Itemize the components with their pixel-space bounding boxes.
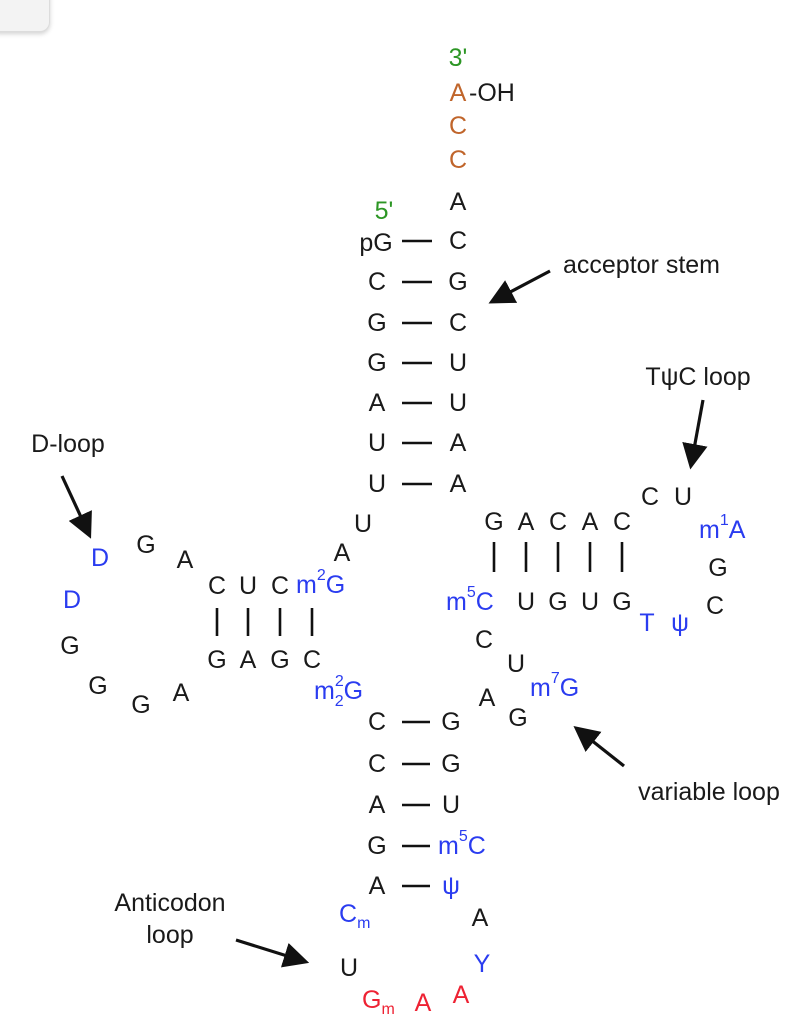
Gm-anticodon: Gm xyxy=(362,986,395,1018)
nucleotide-al_u: U xyxy=(340,954,358,982)
nucleotide-tl_c: C xyxy=(641,483,659,511)
nucleotide-dt2: U xyxy=(239,572,257,600)
anticodon-label-line1: Anticodon xyxy=(114,889,225,917)
acceptor-stem-label: acceptor stem xyxy=(563,251,720,279)
five-prime-label: 5' xyxy=(375,197,394,225)
first-nucleotide-pG: pG xyxy=(359,229,392,257)
nucleotide-tl_u: U xyxy=(674,483,692,511)
base-g1: G xyxy=(373,229,392,257)
m1A: m1A xyxy=(699,512,746,545)
nucleotide-ac1l: C xyxy=(368,708,386,736)
nucleotide-tb5: G xyxy=(612,588,631,616)
nucleotide-a76: A xyxy=(450,79,467,107)
d-loop-arrow xyxy=(60,475,92,539)
nucleotide-dl_a: A xyxy=(177,546,194,574)
nucleotide-s5r: U xyxy=(449,389,467,417)
nucleotide-al_y: Y xyxy=(474,950,491,978)
nucleotide-s4r: U xyxy=(449,349,467,377)
nucleotide-dl_g1: G xyxy=(136,531,155,559)
nucleotide-s7l: U xyxy=(368,470,386,498)
tpc-loop-arrow xyxy=(682,399,708,470)
nucleotide-s7r: A xyxy=(450,470,467,498)
nucleotide-al_a2: A xyxy=(453,981,470,1009)
nucleotide-dl_d1: D xyxy=(91,544,109,572)
nucleotide-tb3: G xyxy=(548,588,567,616)
hydroxyl-label: -OH xyxy=(469,79,515,107)
nucleotide-a75: C xyxy=(449,112,467,140)
m7G: m7G xyxy=(530,670,579,703)
acceptor-stem-arrow xyxy=(488,269,551,304)
nucleotide-dt1: C xyxy=(208,572,226,600)
nucleotide-dl_g3: G xyxy=(88,672,107,700)
tpc-loop-label: TψC loop xyxy=(645,363,750,391)
nucleotide-v_g: G xyxy=(508,704,527,732)
window-corner-tab xyxy=(0,0,50,32)
nucleotide-dl_g2: G xyxy=(60,632,79,660)
nucleotide-v_a: A xyxy=(479,684,496,712)
nucleotide-tl_t: T xyxy=(639,609,654,637)
anticodon-label-line2: loop xyxy=(146,921,193,949)
nucleotide-tt4: A xyxy=(582,508,599,536)
nucleotide-ac1r: G xyxy=(441,708,460,736)
nucleotide-ac3l: A xyxy=(369,791,386,819)
phosphate-label: p xyxy=(359,229,373,257)
nucleotide-dl_g4: G xyxy=(131,691,150,719)
nucleotide-v_c: C xyxy=(475,626,493,654)
nucleotide-v_u: U xyxy=(507,650,525,678)
nucleotide-tb4: U xyxy=(581,588,599,616)
nucleotide-dt3: C xyxy=(271,572,289,600)
nucleotide-tl_g: G xyxy=(708,554,727,582)
nucleotide-db4: C xyxy=(303,646,321,674)
nucleotide-s1r: C xyxy=(449,227,467,255)
nucleotide-ac2r: G xyxy=(441,750,460,778)
nucleotide-u8: U xyxy=(354,510,372,538)
nucleotide-ac5r: ψ xyxy=(442,872,460,900)
nucleotide-a74: C xyxy=(449,146,467,174)
nucleotide-s4l: G xyxy=(367,349,386,377)
nucleotide-s2r: G xyxy=(448,268,467,296)
base-pair-bonds xyxy=(215,239,624,888)
variable-loop-arrow xyxy=(573,726,625,768)
nucleotide-s5l: A xyxy=(369,389,386,417)
nucleotide-ac3r: U xyxy=(442,791,460,819)
d-loop-label: D-loop xyxy=(31,430,105,458)
anticodon-loop-arrow xyxy=(235,938,310,968)
nucleotide-a9: A xyxy=(334,539,351,567)
nucleotide-ac4l: G xyxy=(367,832,386,860)
nucleotide-dl_a2: A xyxy=(173,679,190,707)
nucleotide-tt2: A xyxy=(518,508,535,536)
nucleotide-tt3: C xyxy=(549,508,567,536)
Cm: Cm xyxy=(339,900,370,932)
nucleotide-s3l: G xyxy=(367,309,386,337)
nucleotide-db3: G xyxy=(270,646,289,674)
m5C-anticodon-stem: m5C xyxy=(438,828,486,861)
nucleotide-db2: A xyxy=(240,646,257,674)
three-prime-label: 3' xyxy=(449,44,468,72)
nucleotide-dl_d2: D xyxy=(63,586,81,614)
nucleotide-ac2l: C xyxy=(368,750,386,778)
nucleotide-tt1: G xyxy=(484,508,503,536)
nucleotide-s6r: A xyxy=(450,429,467,457)
variable-loop-label: variable loop xyxy=(638,778,780,806)
m5C-t-stem: m5C xyxy=(446,584,494,617)
nucleotide-s6l: U xyxy=(368,429,386,457)
nucleotide-tl_psi: ψ xyxy=(671,609,689,637)
pointer-arrows xyxy=(60,269,708,968)
nucleotide-al_a: A xyxy=(472,904,489,932)
nucleotide-ac5l: A xyxy=(369,872,386,900)
nucleotide-tt5: C xyxy=(613,508,631,536)
nucleotide-tl_c2: C xyxy=(706,592,724,620)
nucleotide-s3r: C xyxy=(449,309,467,337)
m2G-d-stem: m2G xyxy=(296,567,345,600)
nucleotide-s2l: C xyxy=(368,268,386,296)
nucleotide-tb2: U xyxy=(517,588,535,616)
nucleotide-a73: A xyxy=(450,188,467,216)
nucleotide-al_a3: A xyxy=(415,989,432,1017)
nucleotide-db1: G xyxy=(207,646,226,674)
